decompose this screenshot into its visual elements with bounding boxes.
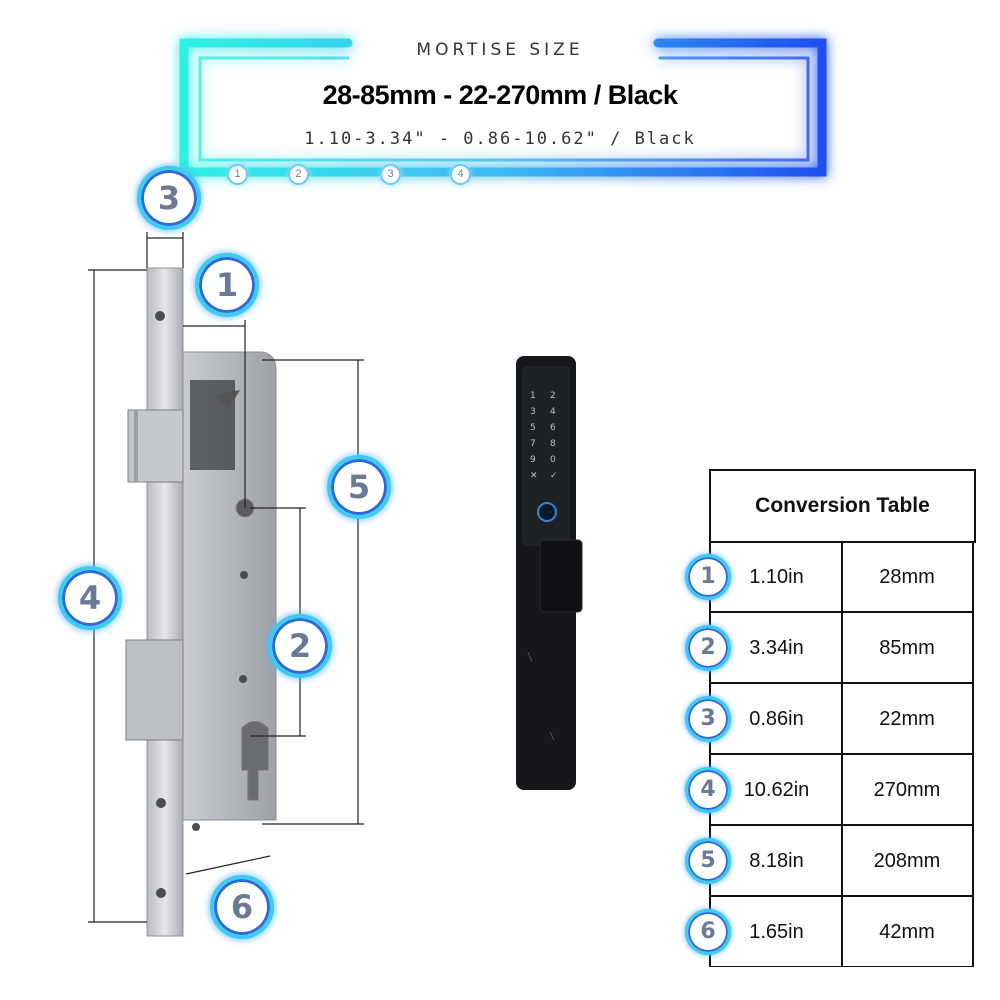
smart-lock-handle-image: 1 2 3 4 5 6 7 8 9 0 ✕ ✓ (516, 356, 583, 790)
svg-text:✓: ✓ (550, 471, 558, 481)
page-subtitle: 1.10-3.34" - 0.86-10.62" / Black (304, 129, 696, 149)
dimension-marker-4: 4 (58, 566, 122, 630)
row-marker-3: 3 (685, 696, 731, 742)
svg-text:5: 5 (530, 423, 536, 433)
neon-title-frame (179, 38, 827, 177)
row-marker-4: 4 (685, 767, 731, 813)
mini-badge-2: 2 (288, 164, 309, 185)
svg-text:4: 4 (550, 407, 556, 417)
mm-cell: 85mm (841, 612, 974, 683)
dimension-marker-6: 6 (210, 875, 274, 939)
dimension-marker-3: 3 (137, 166, 201, 230)
mini-badge-1: 1 (227, 164, 248, 185)
conversion-table: Conversion Table 1.10in 28mm 3.34in 85mm… (709, 469, 976, 967)
mini-badge-3: 3 (380, 164, 401, 185)
row-marker-1: 1 (685, 554, 731, 600)
mm-cell: 42mm (841, 896, 974, 967)
table-row: 10.62in 270mm (709, 754, 974, 825)
dimension-marker-1: 1 (195, 253, 259, 317)
svg-text:3: 3 (530, 407, 536, 417)
svg-text:7: 7 (530, 439, 536, 449)
svg-text:6: 6 (550, 423, 556, 433)
mm-cell: 22mm (841, 683, 974, 754)
table-row: 0.86in 22mm (709, 683, 974, 754)
row-marker-6: 6 (685, 909, 731, 955)
mini-badge-4: 4 (450, 164, 471, 185)
table-row: 1.10in 28mm (709, 541, 974, 612)
page-title: 28-85mm - 22-270mm / Black (322, 80, 678, 110)
svg-text:8: 8 (550, 439, 556, 449)
mm-cell: 208mm (841, 825, 974, 896)
row-marker-2: 2 (685, 625, 731, 671)
row-marker-5: 5 (685, 838, 731, 884)
table-title: Conversion Table (709, 469, 976, 543)
dimension-marker-5: 5 (327, 455, 391, 519)
mm-cell: 28mm (841, 541, 974, 612)
table-row: 8.18in 208mm (709, 825, 974, 896)
dimension-marker-2: 2 (268, 614, 332, 678)
svg-text:✕: ✕ (530, 471, 538, 481)
table-row: 1.65in 42mm (709, 896, 974, 967)
mm-cell: 270mm (841, 754, 974, 825)
table-row: 3.34in 85mm (709, 612, 974, 683)
svg-text:2: 2 (550, 391, 556, 401)
svg-text:1: 1 (530, 391, 536, 401)
svg-text:0: 0 (550, 455, 556, 465)
mortise-size-label: MORTISE SIZE (416, 40, 584, 60)
svg-text:9: 9 (530, 455, 536, 465)
